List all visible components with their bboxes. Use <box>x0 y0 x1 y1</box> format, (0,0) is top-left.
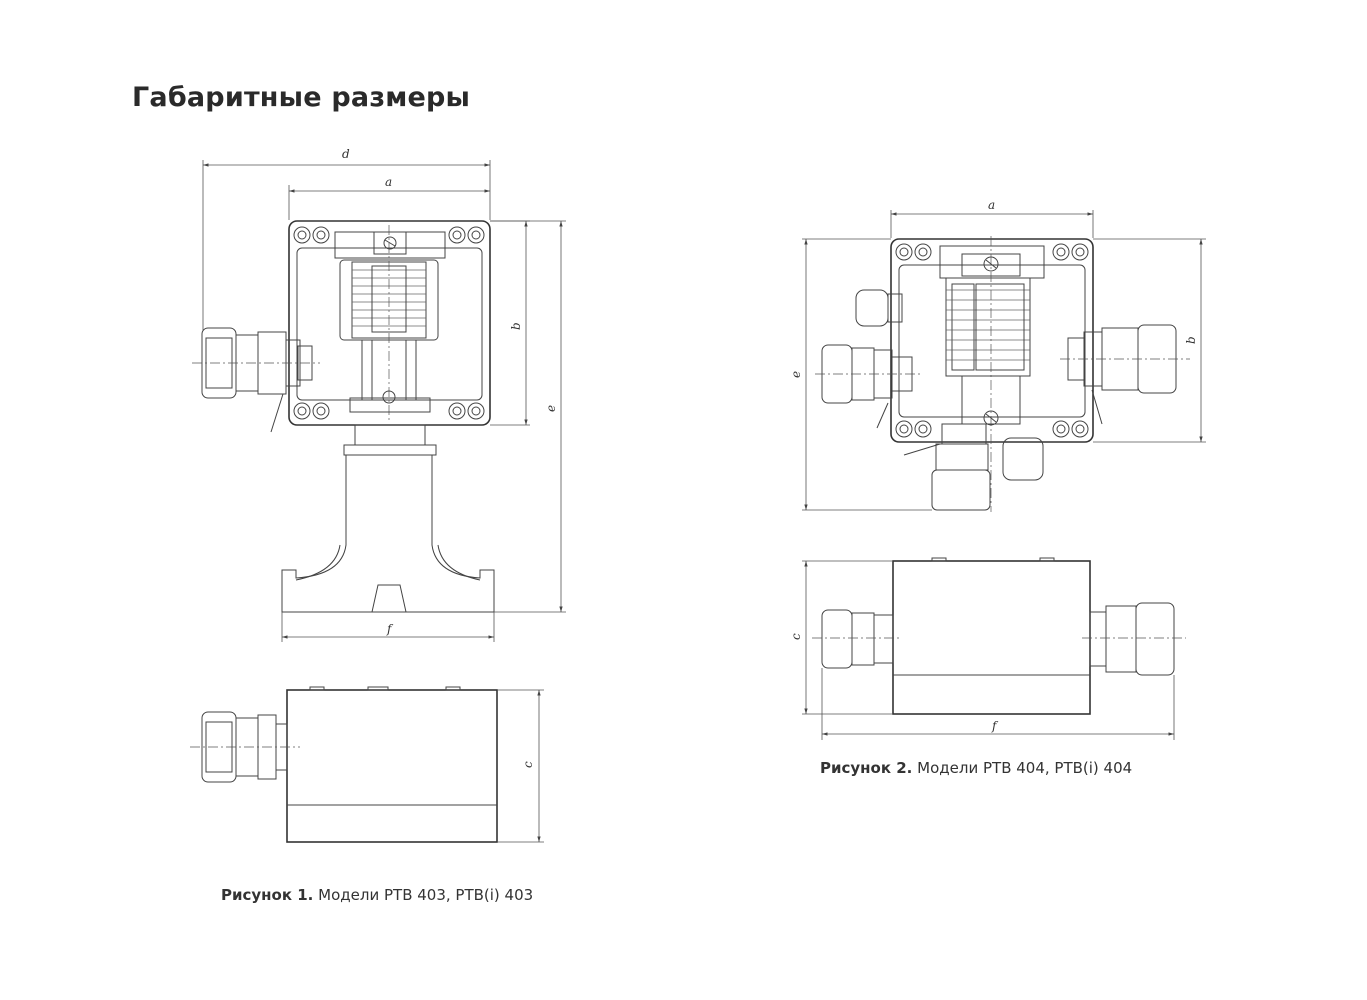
dim-label-d: d <box>342 147 350 161</box>
figure1-caption-prefix: Рисунок 1. <box>221 886 314 904</box>
cable-gland-icon <box>903 423 1044 511</box>
dim-label-f: f <box>991 719 999 733</box>
figure2-caption-text: Модели РТВ 404, РТВ(i) 404 <box>912 759 1133 777</box>
figure2-caption: Рисунок 2. Модели РТВ 404, РТВ(i) 404 <box>820 759 1132 777</box>
cable-gland-icon <box>815 289 920 429</box>
cable-gland-icon <box>1082 602 1186 676</box>
dim-label-f: f <box>386 622 394 636</box>
page-title: Габаритные размеры <box>132 82 471 113</box>
dim-label-c: c <box>789 633 803 640</box>
dim-label-a: a <box>385 175 392 189</box>
figure1-caption: Рисунок 1. Модели РТВ 403, РТВ(i) 403 <box>221 886 533 904</box>
dim-label-a: a <box>988 198 995 212</box>
corner-bolt-icon <box>895 243 1089 438</box>
figure2-top-view: a b e <box>789 198 1206 512</box>
cable-gland-icon <box>192 327 320 433</box>
dim-label-c: c <box>521 761 535 768</box>
cable-gland-icon <box>812 609 900 669</box>
figure1-side-view: c <box>190 686 544 843</box>
dim-label-b: b <box>509 322 523 330</box>
cable-gland-icon <box>1060 324 1190 425</box>
corner-bolt-icon <box>293 226 485 420</box>
figure2-side-view: c f <box>789 557 1186 740</box>
dim-label-e: e <box>789 371 803 378</box>
dim-label-e: e <box>544 405 558 412</box>
dim-label-b: b <box>1184 336 1198 344</box>
cable-gland-icon <box>190 711 300 783</box>
terminal-block <box>945 277 1031 377</box>
figure1-top-view: d a b e f <box>192 147 566 642</box>
figure1-caption-text: Модели РТВ 403, РТВ(i) 403 <box>313 886 534 904</box>
figure2-caption-prefix: Рисунок 2. <box>820 759 913 777</box>
